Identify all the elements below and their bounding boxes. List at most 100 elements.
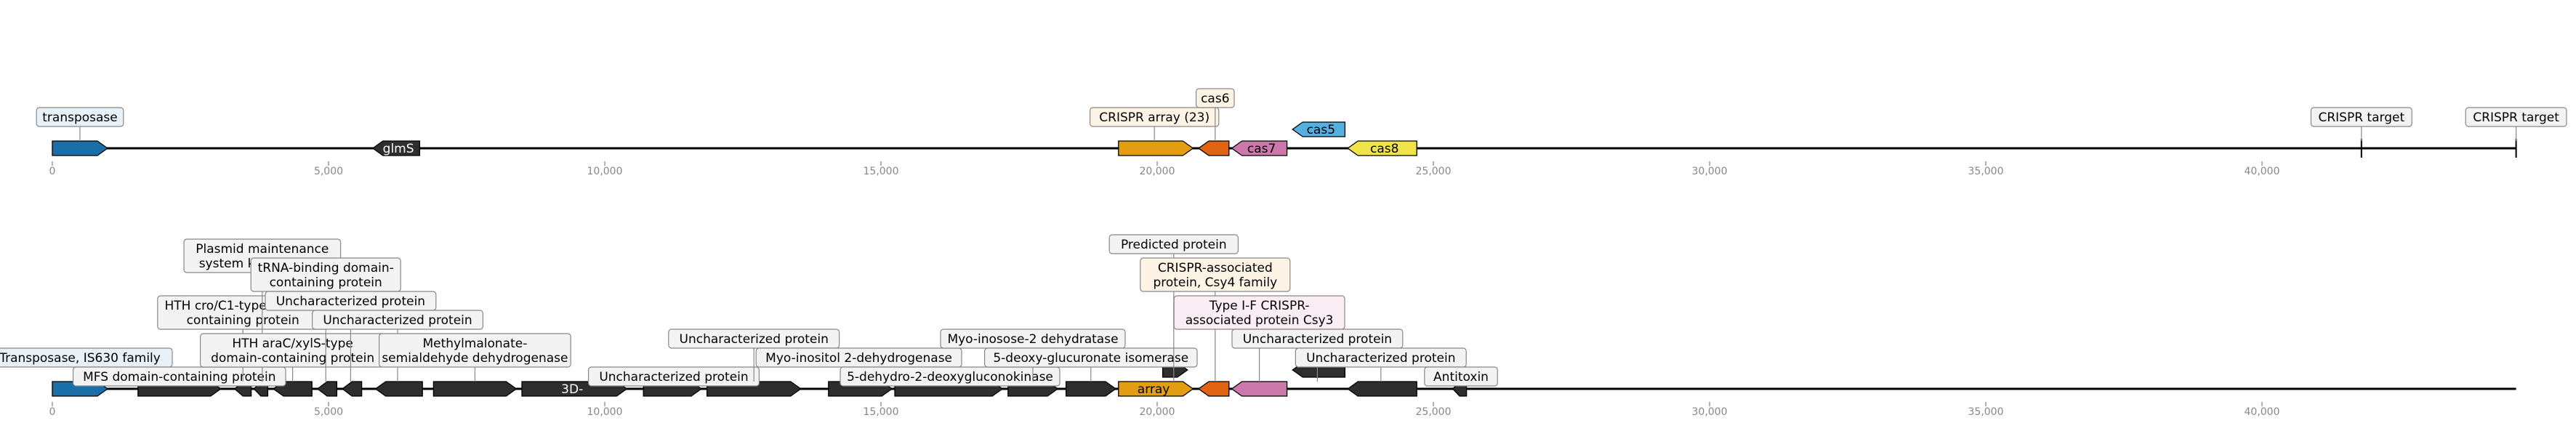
annotation-text: Uncharacterized protein	[599, 370, 748, 384]
crispr-target-annotation: CRISPR target	[2465, 107, 2567, 127]
axis-tick-label: 10,000	[587, 166, 623, 177]
gene-label: array	[1138, 382, 1170, 397]
gene-arrow	[374, 381, 423, 397]
gene-label: cas8	[1370, 142, 1398, 156]
annotation-box	[840, 366, 1060, 387]
crispr-target-annotation: CRISPR target	[2310, 107, 2412, 127]
gene-annotation: Uncharacterized protein	[265, 291, 437, 311]
annotation-text: Antitoxin	[1433, 370, 1489, 384]
annotation-box	[1195, 88, 1235, 108]
annotation-text: CRISPR array (23)	[1099, 110, 1209, 125]
gene-arrow	[52, 140, 109, 156]
annotation-box	[1089, 107, 1220, 127]
gene-annotation: cas6	[1195, 88, 1235, 108]
gene-annotation: Type I-F CRISPR-associated protein Csy3	[1173, 295, 1345, 330]
gene-arrow	[316, 381, 338, 397]
gene-annotation: 5-deoxy-glucuronate isomerase	[983, 347, 1198, 368]
annotation-box	[1424, 366, 1498, 387]
annotation-box	[72, 366, 286, 387]
gene-annotation: transposase	[36, 107, 124, 127]
gene-annotation: Uncharacterized protein	[587, 366, 760, 387]
annotation-text: 5-dehydro-2-deoxygluconokinase	[847, 370, 1053, 384]
gene-arrow	[371, 140, 421, 156]
annotation-box	[587, 366, 760, 387]
annotation-text: containing protein	[187, 313, 299, 328]
annotation-text: Uncharacterized protein	[323, 313, 472, 328]
axis-tick-label: 5,000	[314, 166, 343, 177]
annotation-text: Plasmid maintenance	[196, 242, 329, 257]
gene-label: glmS	[383, 142, 414, 156]
gene-annotation: 5-dehydro-2-deoxygluconokinase	[840, 366, 1060, 387]
annotation-text: cas6	[1201, 92, 1229, 106]
annotation-text: Myo-inosose-2 dehydratase	[947, 332, 1118, 347]
annotation-text: Uncharacterized protein	[1306, 351, 1455, 366]
axis-tick-label: 5,000	[314, 406, 343, 418]
gene-label: 3D-	[561, 382, 583, 397]
axis-tick-label: 10,000	[587, 406, 623, 418]
annotation-box	[983, 347, 1198, 368]
gene-annotation: Myo-inositol 2-dehydrogenase	[755, 347, 962, 368]
axis-tick-label: 25,000	[1416, 166, 1452, 177]
annotation-text: domain-containing protein	[211, 351, 374, 366]
annotation-text: semialdehyde dehydrogenase	[382, 351, 568, 366]
gene-arrow	[1118, 381, 1194, 397]
axis-tick-label: 20,000	[1140, 166, 1175, 177]
annotation-text: Methylmalonate-	[422, 337, 527, 351]
gene-annotation: Predicted protein	[1108, 234, 1239, 254]
annotation-box	[378, 333, 571, 368]
annotation-text: Transposase, IS630 family	[0, 351, 161, 366]
gene-annotation: CRISPR array (23)	[1089, 107, 1220, 127]
axis-tick-label: 35,000	[1968, 166, 2004, 177]
gene-arrow	[1231, 140, 1288, 156]
gene-arrow	[341, 381, 363, 397]
annotation-box	[1295, 347, 1467, 368]
gene-arrow	[432, 381, 518, 397]
annotation-box	[36, 107, 124, 127]
axis-tick-label: 0	[49, 406, 56, 418]
gene-arrow	[1347, 381, 1417, 397]
annotation-text: protein, Csy4 family	[1153, 275, 1277, 290]
gene-annotation: Methylmalonate-semialdehyde dehydrogenas…	[378, 333, 571, 368]
gene-label: cas5	[1307, 123, 1335, 137]
annotation-text: MFS domain-containing protein	[83, 370, 275, 384]
annotation-text: Uncharacterized protein	[1243, 332, 1392, 347]
annotation-text: Uncharacterized protein	[276, 294, 425, 309]
gene-arrow	[1292, 121, 1346, 137]
gene-arrow	[1197, 381, 1230, 397]
annotation-box	[668, 329, 840, 349]
axis-tick-label: 15,000	[864, 406, 899, 418]
annotation-text: containing protein	[270, 275, 382, 290]
gene-annotation: Antitoxin	[1424, 366, 1498, 387]
axis-tick-label: 30,000	[1692, 166, 1728, 177]
axis-tick-label: 30,000	[1692, 406, 1728, 418]
axis-tick-label: 40,000	[2245, 166, 2280, 177]
annotation-text: CRISPR target	[2473, 110, 2559, 125]
axis-tick-label: 20,000	[1140, 406, 1175, 418]
annotation-text: HTH araC/xylS-type	[232, 337, 353, 351]
gene-annotation: Transposase, IS630 family	[0, 347, 173, 368]
annotation-box	[2310, 107, 2412, 127]
gene-arrow	[1118, 140, 1194, 156]
annotation-text: CRISPR-associated	[1158, 261, 1273, 275]
gene-label: cas7	[1247, 142, 1276, 156]
annotation-box	[312, 310, 484, 330]
annotation-box	[2465, 107, 2567, 127]
annotation-box	[1108, 234, 1239, 254]
axis-tick-label: 40,000	[2245, 406, 2280, 418]
annotation-text: Uncharacterized protein	[680, 332, 829, 347]
axis-tick-label: 25,000	[1416, 406, 1452, 418]
annotation-text: 5-deoxy-glucuronate isomerase	[993, 351, 1188, 366]
annotation-text: Type I-F CRISPR-	[1209, 299, 1310, 313]
annotation-text: associated protein Csy3	[1186, 313, 1334, 328]
annotation-text: Predicted protein	[1121, 238, 1227, 252]
gene-annotation: Uncharacterized protein	[668, 329, 840, 349]
axis-tick-label: 0	[49, 166, 56, 177]
gene-arrow	[1347, 140, 1417, 156]
gene-annotation: Myo-inosose-2 dehydratase	[940, 329, 1126, 349]
gene-annotation: Uncharacterized protein	[312, 310, 484, 330]
annotation-text: Myo-inositol 2-dehydrogenase	[765, 351, 952, 366]
